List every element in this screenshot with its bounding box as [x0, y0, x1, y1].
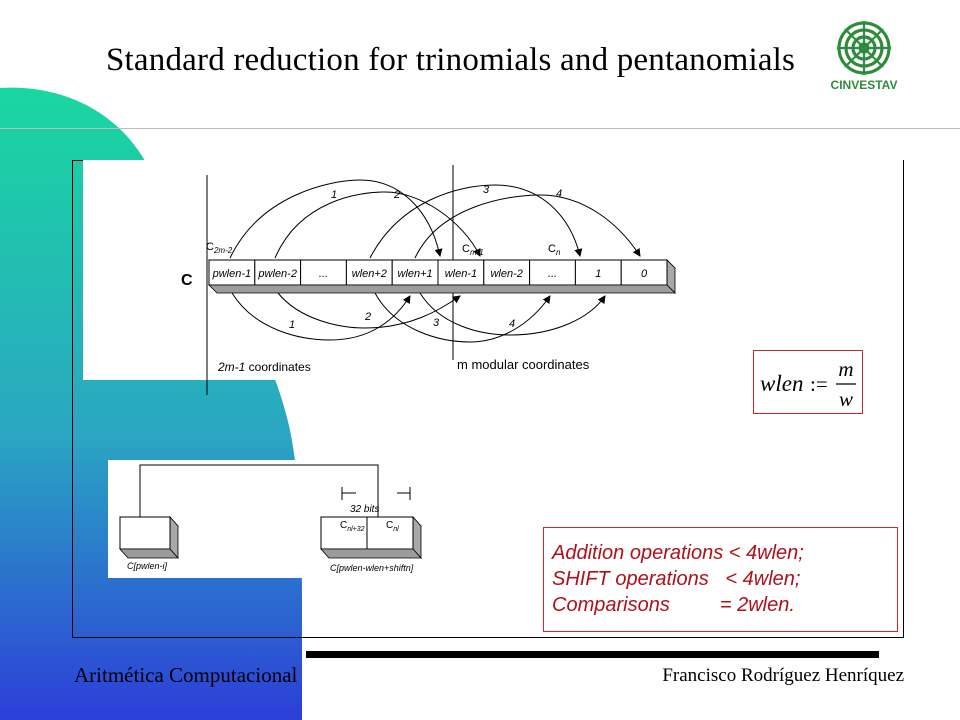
- bottom-arcs: [231, 292, 606, 343]
- label-c-m-1: Cm-1: [462, 243, 484, 257]
- array-cell-label: pwlen-2: [257, 268, 297, 280]
- bottom-arc-label-3: 3: [433, 317, 440, 329]
- array-cell-label: pwlen-1: [212, 268, 252, 280]
- top-arc-label-4: 4: [556, 188, 562, 200]
- formula-denominator: w: [839, 387, 853, 411]
- array-cell: [437, 259, 485, 286]
- operation-counts-box: Addition operations < 4wlen; SHIFT opera…: [543, 527, 898, 632]
- top-arc-label-1: 1: [331, 189, 337, 201]
- array-cell-label: wlen-2: [490, 268, 522, 280]
- top-arcs: [229, 179, 641, 259]
- top-arc-label-2: 2: [393, 189, 400, 201]
- array-cell-label: wlen+2: [352, 268, 387, 280]
- array-cells: pwlen-1 pwlen-2... wlen+2 wlen+1 wlen-1 wlen-…: [208, 259, 676, 294]
- array-cell: [529, 259, 576, 286]
- bottom-arc-label-2: 2: [364, 311, 371, 323]
- comparisons-line: Comparisons = 2wlen.: [552, 594, 795, 616]
- array-cell: [620, 259, 668, 286]
- wlen-formula: wlen := m w: [753, 350, 863, 414]
- top-arc-label-3: 3: [483, 184, 490, 196]
- page-title: Standard reduction for trinomials and pe…: [106, 42, 796, 78]
- word-boxes: [320, 515, 422, 560]
- array-label: C: [181, 272, 193, 289]
- array-cell: [300, 259, 347, 286]
- pwlen-i-box: [119, 515, 179, 560]
- footer-course: Aritmética Computacional: [74, 663, 298, 687]
- addition-ops-line: Addition operations < 4wlen;: [552, 542, 804, 564]
- array-cell-label: ...: [319, 268, 328, 280]
- formula-svg: wlen := m w: [760, 357, 856, 411]
- label-c-n: Cn: [548, 243, 561, 257]
- formula-lhs: wlen: [760, 371, 803, 396]
- array-cell-label: 0: [641, 268, 648, 280]
- bottom-arc-label-1: 1: [289, 319, 295, 331]
- array-cell-label: 1: [595, 268, 601, 280]
- word-bracket: [139, 464, 411, 517]
- right-box-caption: C[pwlen-wlen+shiftn]: [330, 563, 414, 573]
- right-caption: m modular coordinates: [457, 357, 590, 372]
- formula-operator: :=: [810, 372, 828, 396]
- left-caption: 2m-1 coordinates: [217, 360, 311, 374]
- left-box-caption: C[pwlen-i]: [127, 561, 168, 571]
- array-bottom-face: [208, 284, 676, 294]
- bottom-arc-label-4: 4: [509, 318, 515, 330]
- formula-numerator: m: [838, 357, 853, 381]
- shift-ops-line: SHIFT operations < 4wlen;: [552, 568, 801, 590]
- label-c-2m-2: C2m-2: [206, 241, 233, 255]
- footer-bar: [306, 651, 879, 658]
- word-cell-label-2: Cnl: [386, 520, 399, 533]
- logo-text: CINVESTAV: [831, 78, 898, 92]
- word-cell-label-1: Cnl+32: [340, 520, 365, 533]
- array-cell-label: wlen-1: [445, 268, 477, 280]
- footer-author: Francisco Rodríguez Henríquez: [662, 665, 904, 686]
- array-cell-label: ...: [548, 268, 557, 280]
- cinvestav-logo-icon: [837, 21, 891, 75]
- array-cell: [391, 259, 439, 286]
- cinvestav-logo: CINVESTAV: [831, 21, 898, 92]
- array-cell-label: wlen+1: [398, 268, 433, 280]
- header-rule: [0, 128, 960, 129]
- word-size-label: 32 bits: [350, 504, 379, 515]
